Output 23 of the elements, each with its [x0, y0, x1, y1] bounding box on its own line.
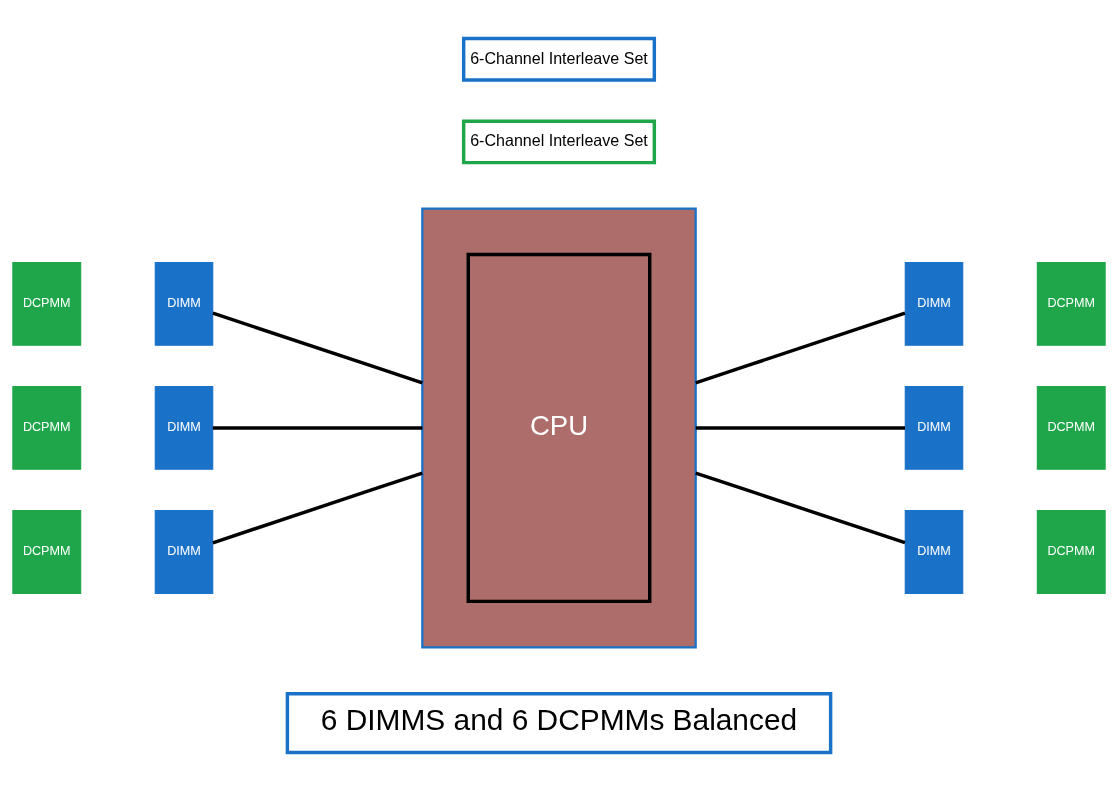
connector — [695, 311, 906, 384]
cluster — [421, 206, 697, 648]
connector — [212, 311, 423, 384]
node-box: DCPMM — [1036, 509, 1106, 594]
node-box: DIMM — [154, 261, 214, 346]
connector — [695, 470, 906, 544]
node-box: DIMM — [154, 509, 214, 594]
node-box: 6-Channel Interleave Set — [461, 119, 657, 164]
node-box: 6 DIMMS and 6 DCPMMs Balanced — [285, 691, 833, 754]
node-box: DCPMM — [12, 509, 82, 594]
node-box: DIMM — [904, 509, 964, 594]
node-box: DCPMM — [1036, 385, 1106, 470]
node-box: DIMM — [904, 261, 964, 346]
connector — [212, 425, 423, 430]
node-box: DCPMM — [12, 385, 82, 470]
connector — [695, 425, 905, 430]
connector — [212, 470, 423, 544]
node-box: 6-Channel Interleave Set — [461, 36, 657, 82]
node-box: DIMM — [154, 385, 214, 470]
node-box: DIMM — [904, 385, 964, 470]
node-box: CPU — [466, 252, 652, 603]
node-box: DCPMM — [12, 261, 82, 346]
node-box: DCPMM — [1036, 261, 1106, 346]
